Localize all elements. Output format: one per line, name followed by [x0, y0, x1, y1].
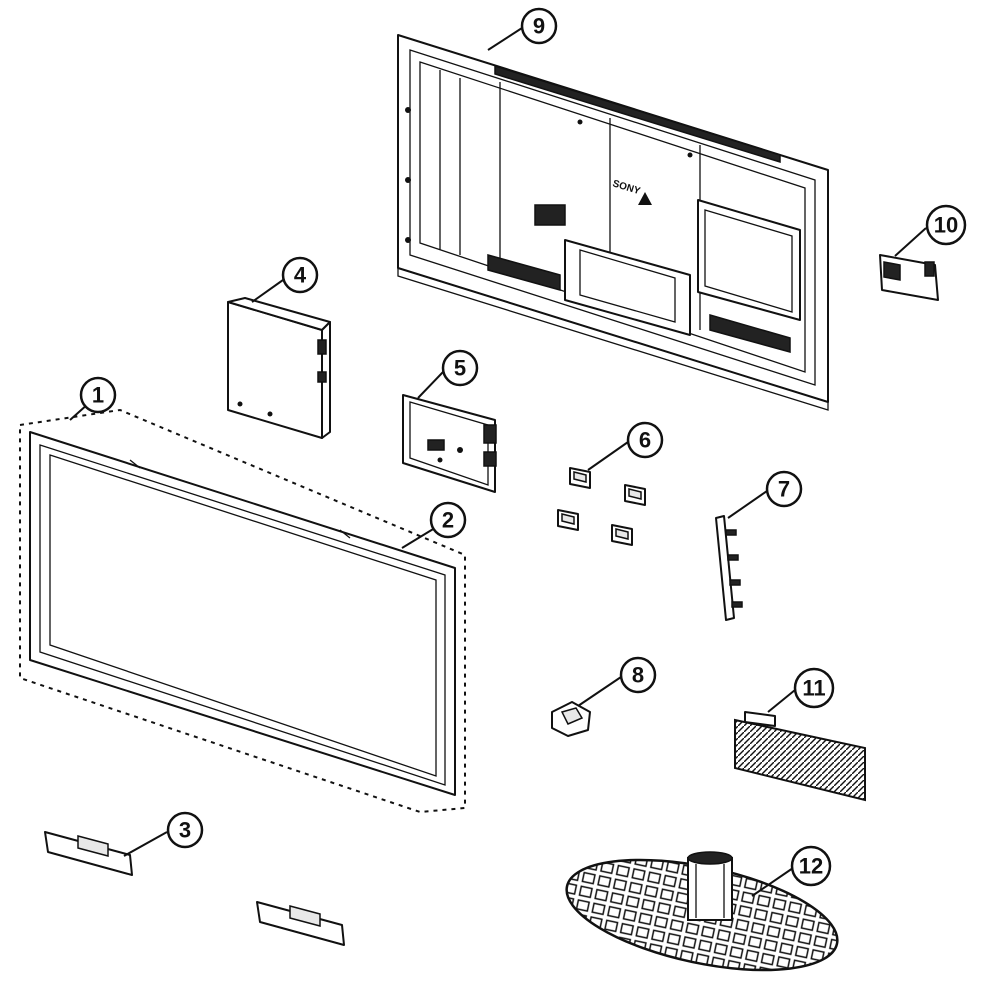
rear-cover-part: SONY: [397, 34, 829, 411]
callout-5: 5: [441, 349, 479, 387]
callout-6-label: 6: [639, 428, 651, 453]
av-board-part: [402, 394, 497, 493]
callout-3: 3: [166, 811, 204, 849]
callout-7: 7: [765, 470, 803, 508]
speaker-box-part: [734, 711, 866, 802]
leader-line-8: [577, 676, 622, 707]
small-bracket-part: [551, 701, 591, 737]
leader-line-5: [417, 371, 444, 399]
callout-12-label: 12: [799, 854, 823, 879]
leader-line-12: [751, 867, 794, 897]
warning-triangle-icon: [638, 192, 652, 205]
speaker-left-part: [44, 831, 133, 876]
small-board-part: [879, 254, 939, 301]
bracket-set-part: [557, 467, 646, 546]
callout-8: 8: [619, 656, 657, 694]
callout-2: 2: [429, 501, 467, 539]
callout-10: 10: [925, 204, 967, 246]
callout-4: 4: [281, 256, 319, 294]
leader-line-6: [587, 441, 629, 471]
leader-line-9: [487, 27, 523, 51]
main-board-part: [227, 297, 331, 439]
callout-8-label: 8: [632, 663, 644, 688]
stand-base-part: [565, 851, 839, 972]
callout-1: 1: [79, 376, 117, 414]
callout-1-label: 1: [92, 383, 104, 408]
leader-line-10: [894, 227, 927, 257]
callout-2-label: 2: [442, 508, 454, 533]
speaker-right-part: [256, 901, 345, 946]
callout-9: 9: [520, 7, 558, 45]
cable-strip-part: [715, 515, 743, 621]
callout-12: 12: [790, 845, 832, 887]
callout-9-label: 9: [533, 14, 545, 39]
leader-line-3: [123, 831, 168, 857]
callout-11: 11: [793, 667, 835, 709]
leader-line-7: [727, 490, 768, 519]
lcd-panel-part: [19, 408, 466, 814]
callout-7-label: 7: [778, 477, 790, 502]
leader-line-11: [767, 689, 796, 713]
leader-line-4: [251, 279, 284, 303]
callout-10-label: 10: [934, 213, 958, 238]
callout-11-label: 11: [802, 676, 825, 701]
callout-4-label: 4: [294, 263, 307, 288]
callout-5-label: 5: [454, 356, 466, 381]
callout-3-label: 3: [179, 818, 191, 843]
callout-6: 6: [626, 421, 664, 459]
